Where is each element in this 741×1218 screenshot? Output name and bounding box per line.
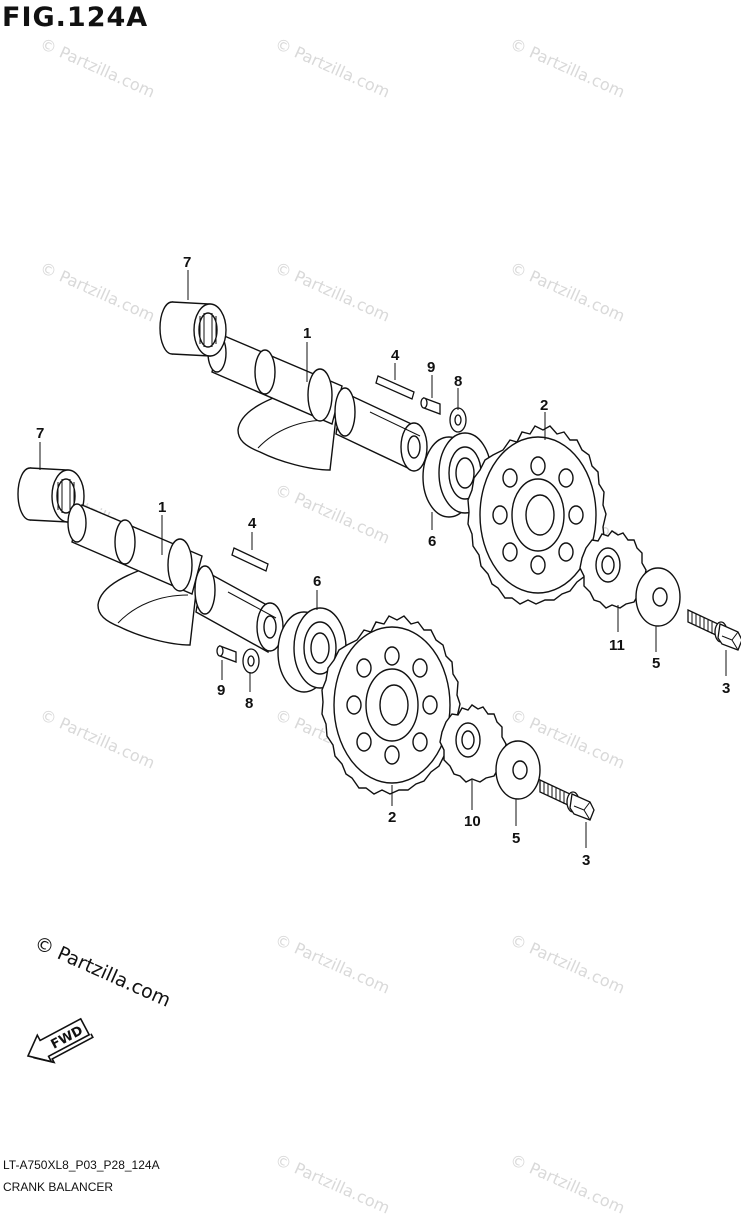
key-lower: [231, 547, 269, 572]
callout-4-upper: 4: [391, 347, 400, 364]
callout-1-upper: 1: [303, 325, 311, 342]
washer-lower: [495, 740, 541, 800]
figure-name: CRANK BALANCER: [3, 1180, 114, 1194]
leader-lines: [39, 270, 727, 848]
callout-3-lower: 3: [582, 852, 590, 869]
callout-9-upper: 9: [427, 359, 435, 376]
callout-11: 11: [609, 637, 625, 654]
callout-3-upper: 3: [722, 680, 730, 697]
balancer-shaft-upper: [207, 333, 428, 472]
balancer-gear-lower: [321, 615, 461, 795]
callout-5-upper: 5: [652, 655, 660, 672]
washer-small-upper: [449, 407, 467, 433]
callout-4-lower: 4: [248, 515, 257, 532]
bolt-small-upper: [420, 397, 441, 415]
callout-7-lower: 7: [36, 425, 44, 442]
figure-code: LT-A750XL8_P03_P28_124A: [3, 1158, 160, 1172]
washer-small-lower: [242, 648, 260, 674]
bolt-lower: [539, 779, 595, 821]
bolt-upper: [687, 609, 741, 651]
fwd-arrow-icon: FWD: [26, 1017, 94, 1064]
figure-title: FIG.124A: [2, 2, 149, 33]
ball-bearing-lower: [277, 607, 347, 693]
washer-upper: [635, 567, 681, 627]
callout-8-lower: 8: [245, 695, 253, 712]
callout-6-lower: 6: [313, 573, 321, 590]
balancer-gear-upper: [467, 425, 607, 605]
callout-6-upper: 6: [428, 533, 436, 550]
callout-5-lower: 5: [512, 830, 520, 847]
callout-8-upper: 8: [454, 373, 462, 390]
balancer-shaft-lower: [67, 503, 284, 654]
callout-1-lower: 1: [158, 499, 166, 516]
callout-10: 10: [464, 813, 481, 830]
needle-bearing-lower: [17, 467, 85, 523]
needle-bearing-upper: [159, 301, 227, 357]
callout-2-upper: 2: [540, 397, 548, 414]
callout-2-lower: 2: [388, 809, 396, 826]
callout-7-upper: 7: [183, 254, 191, 271]
callout-9-lower: 9: [217, 682, 225, 699]
bolt-small-lower: [216, 645, 237, 663]
key-upper: [375, 375, 415, 400]
